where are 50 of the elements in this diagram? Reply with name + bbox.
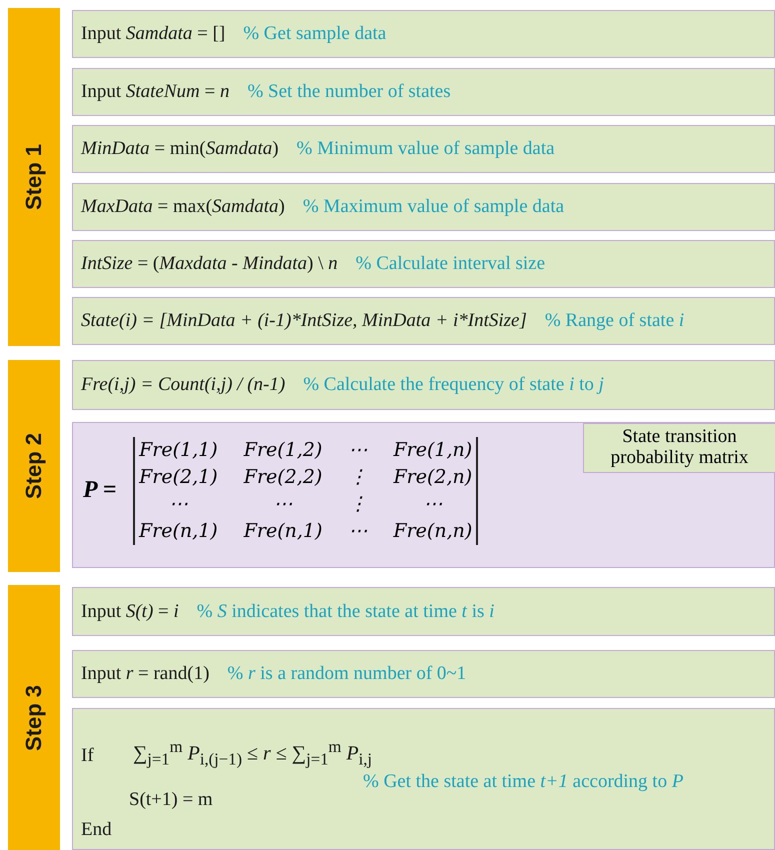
matrix-entry: Fre(1,n)	[393, 438, 472, 463]
step-label: Step 2	[21, 432, 47, 500]
comment-text: % Get sample data	[243, 23, 386, 45]
matrix-entry: ⋯	[348, 438, 368, 463]
matrix-entry: Fre(2,1)	[139, 465, 218, 490]
step-bar	[8, 585, 60, 850]
code-text: Input r = rand(1)	[81, 663, 210, 685]
code-text: Fre(i,j) = Count(i,j) / (n-1)	[81, 374, 286, 396]
code-block-box	[72, 708, 775, 850]
matrix-entry: ⋮	[348, 465, 368, 490]
matrix-entry: Fre(2,2)	[244, 465, 322, 490]
matrix-entry: ⋯	[422, 492, 444, 517]
step-bar	[8, 360, 60, 572]
matrix-entry: ⋯	[168, 492, 189, 517]
comment-text: % Range of state i	[544, 310, 684, 332]
code-text: S(t+1) = m	[129, 789, 213, 811]
matrix-entry: ⋮	[348, 492, 368, 517]
matrix-entry: ⋯	[272, 492, 294, 517]
comment-text: % Minimum value of sample data	[296, 138, 555, 160]
comment-text: % S indicates that the state at time t is i	[196, 600, 494, 622]
matrix-entry: Fre(n,1)	[139, 519, 218, 544]
matrix-entry: Fre(1,2)	[244, 438, 322, 463]
code-text: State(i) = [MinData + (i-1)*IntSize, MinData + i*IntSize]	[81, 310, 527, 332]
code-text: Input StateNum = n	[81, 81, 230, 103]
note-text: State transition probability matrix	[610, 426, 748, 468]
comment-text: % Maximum value of sample data	[302, 196, 564, 218]
code-text: End	[81, 819, 112, 841]
matrix-entry: Fre(2,n)	[393, 465, 472, 490]
code-text: Input S(t) = i	[81, 600, 179, 622]
comment-text: % Set the number of states	[247, 81, 451, 103]
step-bar	[8, 8, 60, 346]
note-box	[583, 423, 775, 473]
comment-text: % Calculate interval size	[356, 253, 546, 275]
code-text: IntSize = (Maxdata - Mindata) \ n	[81, 253, 338, 275]
matrix-panel	[72, 422, 775, 568]
step-label: Step 3	[21, 684, 47, 751]
matrix-entry: ⋯	[348, 519, 368, 544]
code-text: MaxData = max(Samdata)	[81, 196, 285, 218]
matrix-entry: Fre(n,n)	[393, 519, 472, 544]
formula-text: ∑$_{j=1}$$^{m}$ P$_{i,(j−1)}$ ≤ r ≤ ∑$_{j=1}$$^{m}$ P$_{i,j}$	[133, 737, 372, 770]
matrix-entry: Fre(1,1)	[139, 438, 218, 463]
matrix-entry: Fre(n,1)	[244, 519, 322, 544]
code-text: MinData = min(Samdata)	[81, 138, 279, 160]
code-text: If	[81, 745, 94, 767]
comment-text: % Calculate the frequency of state i to j	[303, 374, 604, 396]
comment-text: % r is a random number of 0~1	[227, 663, 466, 685]
matrix-symbol: P =	[83, 477, 116, 504]
code-text: Input Samdata = []	[81, 23, 226, 45]
comment-text: % Get the state at time t+1 according to P	[363, 771, 684, 793]
step-label: Step 1	[21, 144, 47, 210]
